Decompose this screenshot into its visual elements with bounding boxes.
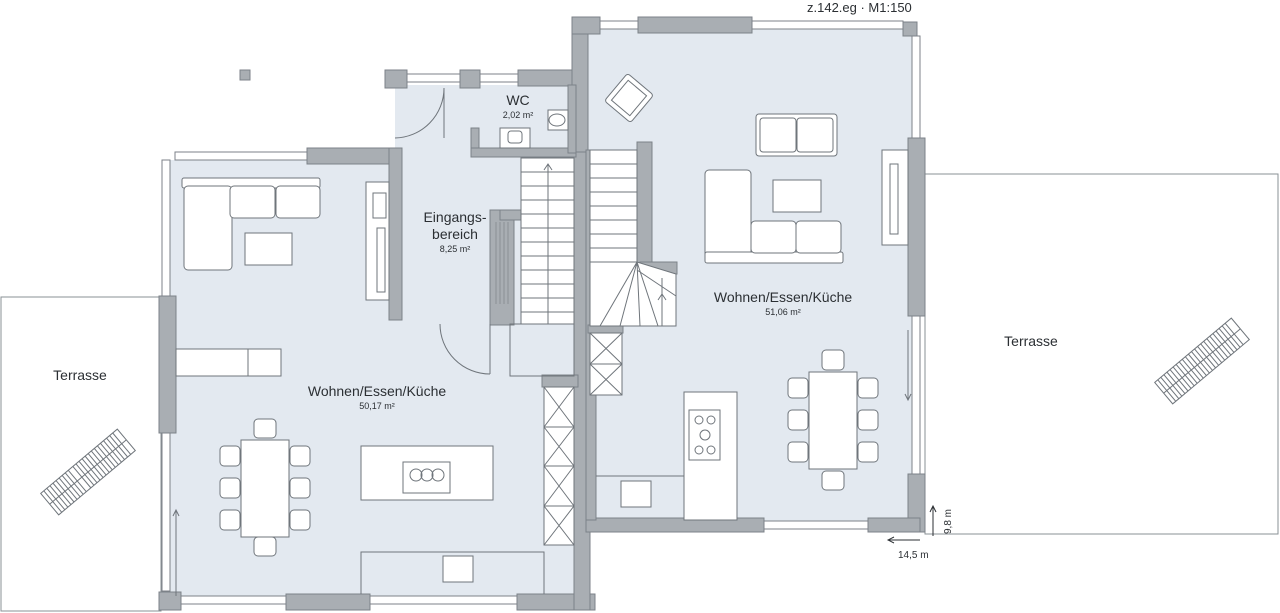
sofa-left [181,177,321,271]
stair-left [509,157,575,377]
entrance-area: 8,25 m² [440,244,471,254]
coffee-table-right [772,179,822,213]
kitchen-counter-right [596,475,684,508]
tv-cabinet-right [881,149,909,246]
stair-entry-risers [495,222,509,304]
dimension-width: 14,5 m [898,550,929,561]
wc-name: WC [506,92,529,108]
kitchen-counter-left [360,551,545,594]
entrance-name-1: Eingangs- [423,209,486,225]
wc-fixtures [499,109,569,149]
entry-arrows [172,330,912,596]
sofa-right [704,169,844,264]
tv-cabinet-left [365,181,390,301]
terrace-right-name: Terrasse [1004,333,1058,349]
terrace-left [0,296,162,612]
dimension-depth: 9,8 m [943,509,954,534]
kitchen-island-left [360,445,494,501]
armchair-right [605,74,653,122]
dimension-arrows [886,504,937,544]
tall-cabinets-left [543,386,575,546]
dining-right [787,349,879,491]
coffee-table-left [244,232,293,266]
sun-lounger-left [39,428,137,516]
twin-chairs-right [755,113,838,157]
entrance-name-2: bereich [432,226,478,242]
doors [394,87,491,375]
plan-id-label: z.142.eg · M1:150 [807,0,912,15]
kitchen-island-right [683,391,738,521]
living-right-name: Wohnen/Essen/Küche [714,289,852,305]
sideboard-left [175,348,282,377]
windows [161,20,921,605]
living-left-area: 50,17 m² [359,401,395,411]
terrace-left-name: Terrasse [53,367,107,383]
wc-area: 2,02 m² [503,110,534,120]
living-right-area: 51,06 m² [765,307,801,317]
dining-left [219,418,311,557]
sun-lounger-right [1153,317,1251,405]
tall-cabinets-right [589,332,623,396]
stair-right [589,149,677,327]
living-left-name: Wohnen/Essen/Küche [308,383,446,399]
walls [158,16,926,611]
